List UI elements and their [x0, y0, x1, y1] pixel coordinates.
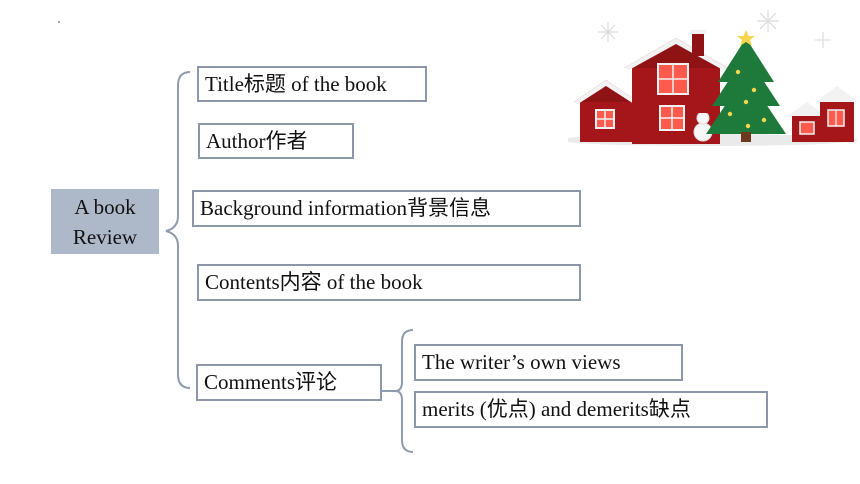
- root-line-1: A book: [74, 194, 136, 219]
- node-author-label: Author作者: [206, 128, 308, 153]
- christmas-tree: [706, 30, 786, 142]
- christmas-illustration-icon: [568, 10, 858, 146]
- sub-brace: [394, 329, 414, 453]
- node-background-label: Background information背景信息: [200, 196, 492, 220]
- node-background: Background information背景信息: [192, 190, 581, 227]
- node-writer-views: The writer’s own views: [414, 344, 683, 381]
- node-comments-label: Comments评论: [204, 370, 338, 394]
- small-house-left: [574, 80, 638, 142]
- root-line-2: Review: [72, 224, 138, 249]
- main-brace: [165, 71, 191, 389]
- node-contents: Contents内容 of the book: [197, 264, 581, 301]
- big-house: [624, 30, 728, 144]
- node-merits-demerits: merits (优点) and demerits缺点: [414, 391, 768, 428]
- stray-dot: [58, 21, 60, 23]
- node-title: Title标题 of the book: [197, 66, 427, 102]
- node-author: Author作者: [198, 123, 354, 159]
- node-writer-views-label: The writer’s own views: [422, 350, 621, 374]
- small-house-right: [788, 86, 858, 142]
- root-node: A book Review: [51, 189, 159, 254]
- node-title-label: Title标题 of the book: [205, 71, 387, 96]
- node-comments: Comments评论: [196, 364, 382, 401]
- node-merits-demerits-label: merits (优点) and demerits缺点: [422, 397, 691, 421]
- node-contents-label: Contents内容 of the book: [205, 270, 423, 294]
